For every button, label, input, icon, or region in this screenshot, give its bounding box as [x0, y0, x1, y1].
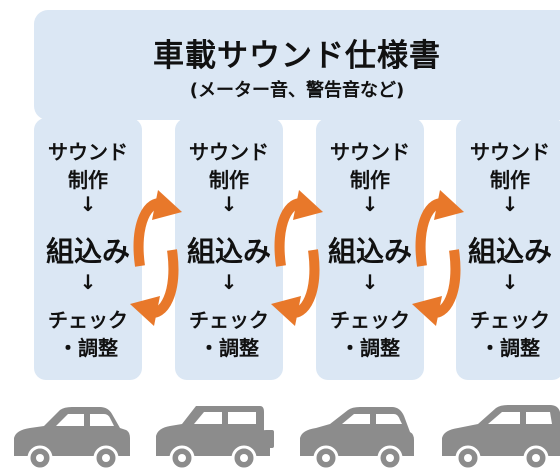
down-arrow-icon: ↓	[220, 192, 238, 216]
step-adjust-label: ・調整	[480, 336, 540, 360]
step-check-label: チェック	[330, 308, 410, 332]
diagram-title: 車載サウンド仕様書	[153, 38, 441, 74]
suv-icon	[156, 406, 274, 468]
step-production-label: 制作	[209, 168, 249, 192]
hatchback-icon	[300, 407, 414, 468]
step-check-label: チェック	[189, 308, 269, 332]
spec-title-banner: 車載サウンド仕様書 (メーター音、警告音など)	[34, 10, 560, 120]
down-arrow-icon: ↓	[501, 270, 519, 294]
step-integration-label: 組込み	[45, 235, 130, 268]
down-arrow-icon: ↓	[361, 270, 379, 294]
down-arrow-icon: ↓	[501, 192, 519, 216]
step-production-label: 制作	[490, 168, 530, 192]
step-production-label: 制作	[68, 168, 108, 192]
down-arrow-icon: ↓	[220, 270, 238, 294]
step-integration-label: 組込み	[186, 235, 271, 268]
down-arrow-icon: ↓	[361, 192, 379, 216]
step-integration-label: 組込み	[327, 235, 412, 268]
step-integration-label: 組込み	[467, 235, 552, 268]
process-column-3: サウンド 制作 ↓ 組込み ↓ チェック ・調整	[316, 118, 424, 380]
cycle-arrows-icon	[130, 190, 182, 326]
step-sound-label: サウンド	[330, 140, 410, 164]
cycle-arrows-icon	[412, 190, 464, 326]
diagram-subtitle: (メーター音、警告音など)	[189, 80, 405, 101]
cycle-arrows-icon	[271, 190, 323, 326]
step-adjust-label: ・調整	[199, 336, 259, 360]
step-adjust-label: ・調整	[58, 336, 118, 360]
step-sound-label: サウンド	[48, 140, 128, 164]
step-check-label: チェック	[470, 308, 550, 332]
step-adjust-label: ・調整	[340, 336, 400, 360]
down-arrow-icon: ↓	[79, 270, 97, 294]
down-arrow-icon: ↓	[79, 192, 97, 216]
step-check-label: チェック	[48, 308, 128, 332]
step-sound-label: サウンド	[189, 140, 269, 164]
step-sound-label: サウンド	[470, 140, 550, 164]
process-column-1: サウンド 制作 ↓ 組込み ↓ チェック ・調整	[34, 118, 142, 380]
process-column-2: サウンド 制作 ↓ 組込み ↓ チェック ・調整	[175, 118, 283, 380]
step-production-label: 制作	[350, 168, 390, 192]
sedan-icon	[14, 407, 130, 468]
process-column-4: サウンド 制作 ↓ 組込み ↓ チェック ・調整	[456, 118, 560, 380]
coupe-icon	[442, 405, 560, 468]
